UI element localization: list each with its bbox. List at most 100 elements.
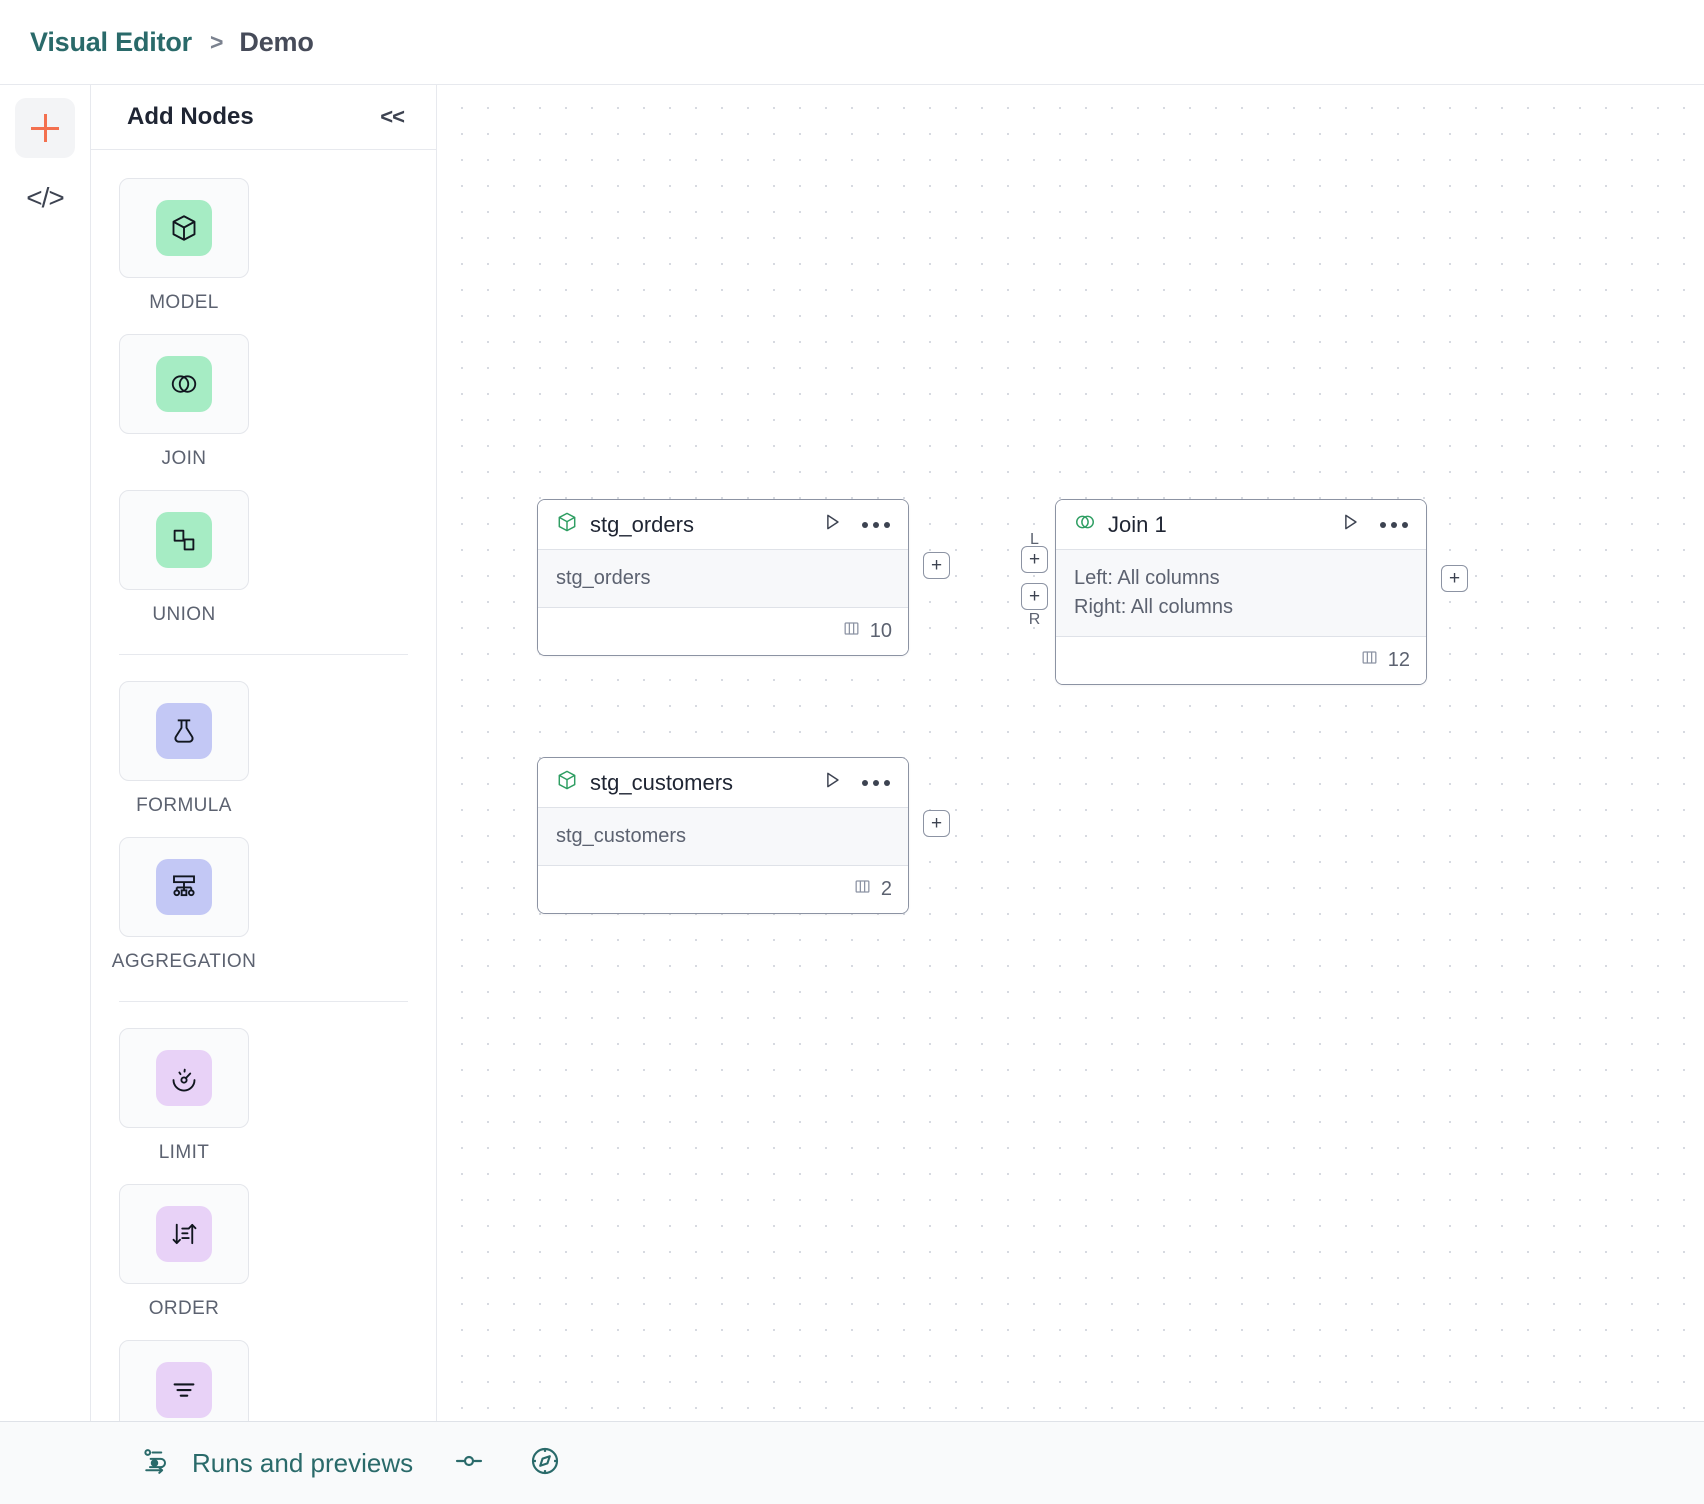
columns-icon bbox=[1360, 648, 1379, 673]
edge-layer bbox=[437, 85, 737, 235]
node-title: stg_customers bbox=[590, 769, 734, 795]
app-body: </> Add Nodes << bbox=[0, 85, 1704, 1421]
plus-icon bbox=[31, 114, 59, 142]
handle-plus-label: + bbox=[930, 555, 943, 576]
node-card[interactable]: Join 1 Left: All columns Right bbox=[1055, 499, 1427, 685]
input-handle-left-label: L bbox=[1030, 531, 1039, 548]
aggregation-tree-icon bbox=[156, 859, 212, 915]
node-group-transforms: FORMULA AGGREGATIO bbox=[91, 681, 436, 993]
node-type-model[interactable]: MODEL bbox=[119, 178, 249, 314]
node-type-order[interactable]: ORDER bbox=[119, 1184, 249, 1320]
column-count: 2 bbox=[853, 877, 892, 902]
more-options-icon[interactable] bbox=[1378, 516, 1410, 534]
breadcrumb-separator: > bbox=[209, 28, 224, 55]
panel-divider bbox=[119, 1001, 408, 1002]
sort-arrows-icon bbox=[156, 1206, 212, 1262]
code-brackets-icon: </> bbox=[26, 182, 64, 213]
columns-icon bbox=[842, 619, 861, 644]
input-handle-right-label: R bbox=[1028, 611, 1041, 628]
node-header-actions bbox=[1339, 511, 1410, 538]
play-icon[interactable] bbox=[821, 511, 843, 538]
node-type-join[interactable]: JOIN bbox=[119, 334, 249, 470]
node-tile[interactable] bbox=[119, 1184, 249, 1284]
status-bar: Runs and previews bbox=[0, 1421, 1704, 1504]
cube-icon bbox=[556, 511, 578, 538]
filter-lines-icon bbox=[156, 1362, 212, 1418]
node-title: Join 1 bbox=[1108, 511, 1167, 537]
runs-and-previews-button[interactable]: Runs and previews bbox=[91, 1446, 413, 1481]
node-tile[interactable] bbox=[119, 334, 249, 434]
breadcrumb-current: Demo bbox=[239, 26, 314, 57]
node-type-label: FORMULA bbox=[136, 795, 232, 816]
output-handle-stg-orders[interactable]: + bbox=[923, 552, 950, 579]
node-card[interactable]: stg_customers stg_customers bbox=[537, 757, 909, 914]
more-options-icon[interactable] bbox=[860, 774, 892, 792]
node-type-label: LIMIT bbox=[158, 1142, 210, 1163]
flask-icon bbox=[156, 703, 212, 759]
node-footer: 12 bbox=[1056, 637, 1426, 684]
input-handle-left[interactable]: + bbox=[1021, 546, 1048, 573]
output-handle-stg-customers[interactable]: + bbox=[923, 810, 950, 837]
venn-circles-icon bbox=[1074, 511, 1096, 538]
node-type-label: AGGREGATION bbox=[111, 951, 257, 972]
panel-header: Add Nodes << bbox=[91, 85, 436, 150]
node-stg-orders[interactable]: stg_orders stg_orders bbox=[537, 499, 950, 656]
slider-icon[interactable] bbox=[453, 1445, 485, 1482]
flow-canvas[interactable]: stg_orders stg_orders bbox=[437, 85, 1704, 1421]
node-type-label: ORDER bbox=[148, 1298, 220, 1319]
union-shapes-icon bbox=[156, 512, 212, 568]
node-header: stg_customers bbox=[538, 758, 908, 807]
node-type-aggregation[interactable]: AGGREGATION bbox=[112, 837, 256, 973]
play-icon[interactable] bbox=[1339, 511, 1361, 538]
code-view-button[interactable]: </> bbox=[15, 168, 75, 228]
handle-plus-label: + bbox=[1028, 549, 1041, 570]
runs-and-previews-label: Runs and previews bbox=[192, 1447, 414, 1478]
pipeline-icon bbox=[140, 1446, 170, 1481]
node-type-label: UNION bbox=[152, 604, 216, 625]
app-header: Visual Editor > Demo bbox=[0, 0, 1704, 85]
breadcrumb: Visual Editor > Demo bbox=[30, 27, 314, 58]
node-tile[interactable] bbox=[119, 837, 249, 937]
handle-plus-label: + bbox=[1028, 586, 1041, 607]
node-type-union[interactable]: UNION bbox=[119, 490, 249, 626]
columns-icon bbox=[853, 877, 872, 902]
collapse-panel-button[interactable]: << bbox=[380, 104, 405, 129]
icon-rail: </> bbox=[0, 85, 91, 1421]
node-type-filter[interactable]: FILTER bbox=[119, 1340, 249, 1421]
node-tile[interactable] bbox=[119, 1028, 249, 1128]
node-header: Join 1 bbox=[1056, 500, 1426, 549]
node-tile[interactable] bbox=[119, 1340, 249, 1421]
cube-icon bbox=[156, 200, 212, 256]
column-count-value: 10 bbox=[869, 620, 892, 642]
node-stg-customers[interactable]: stg_customers stg_customers bbox=[537, 757, 950, 914]
node-body: stg_orders bbox=[538, 549, 908, 608]
node-header-actions bbox=[821, 769, 892, 796]
input-handle-right[interactable]: + bbox=[1021, 583, 1048, 610]
node-body-line: stg_orders bbox=[556, 567, 651, 589]
node-card[interactable]: stg_orders stg_orders bbox=[537, 499, 909, 656]
node-join-1[interactable]: Join 1 Left: All columns Right bbox=[1021, 499, 1468, 685]
node-type-limit[interactable]: LIMIT bbox=[119, 1028, 249, 1164]
add-nodes-panel: Add Nodes << MODEL bbox=[91, 85, 437, 1421]
play-icon[interactable] bbox=[821, 769, 843, 796]
node-tile[interactable] bbox=[119, 681, 249, 781]
more-options-icon[interactable] bbox=[860, 516, 892, 534]
output-handle-join-1[interactable]: + bbox=[1441, 565, 1468, 592]
node-header-actions bbox=[821, 511, 892, 538]
panel-divider bbox=[119, 654, 408, 655]
node-body: stg_customers bbox=[538, 807, 908, 866]
cube-icon bbox=[556, 769, 578, 796]
node-tile[interactable] bbox=[119, 490, 249, 590]
gauge-icon bbox=[156, 1050, 212, 1106]
venn-circles-icon bbox=[156, 356, 212, 412]
column-count: 12 bbox=[1360, 648, 1410, 673]
handle-plus-label: + bbox=[930, 813, 943, 834]
node-body: Left: All columns Right: All columns bbox=[1056, 549, 1426, 637]
node-body-line: stg_customers bbox=[556, 825, 687, 847]
add-node-button[interactable] bbox=[15, 98, 75, 158]
node-tile[interactable] bbox=[119, 178, 249, 278]
compass-icon[interactable] bbox=[529, 1445, 561, 1482]
breadcrumb-root-link[interactable]: Visual Editor bbox=[30, 26, 192, 57]
node-type-formula[interactable]: FORMULA bbox=[119, 681, 249, 817]
